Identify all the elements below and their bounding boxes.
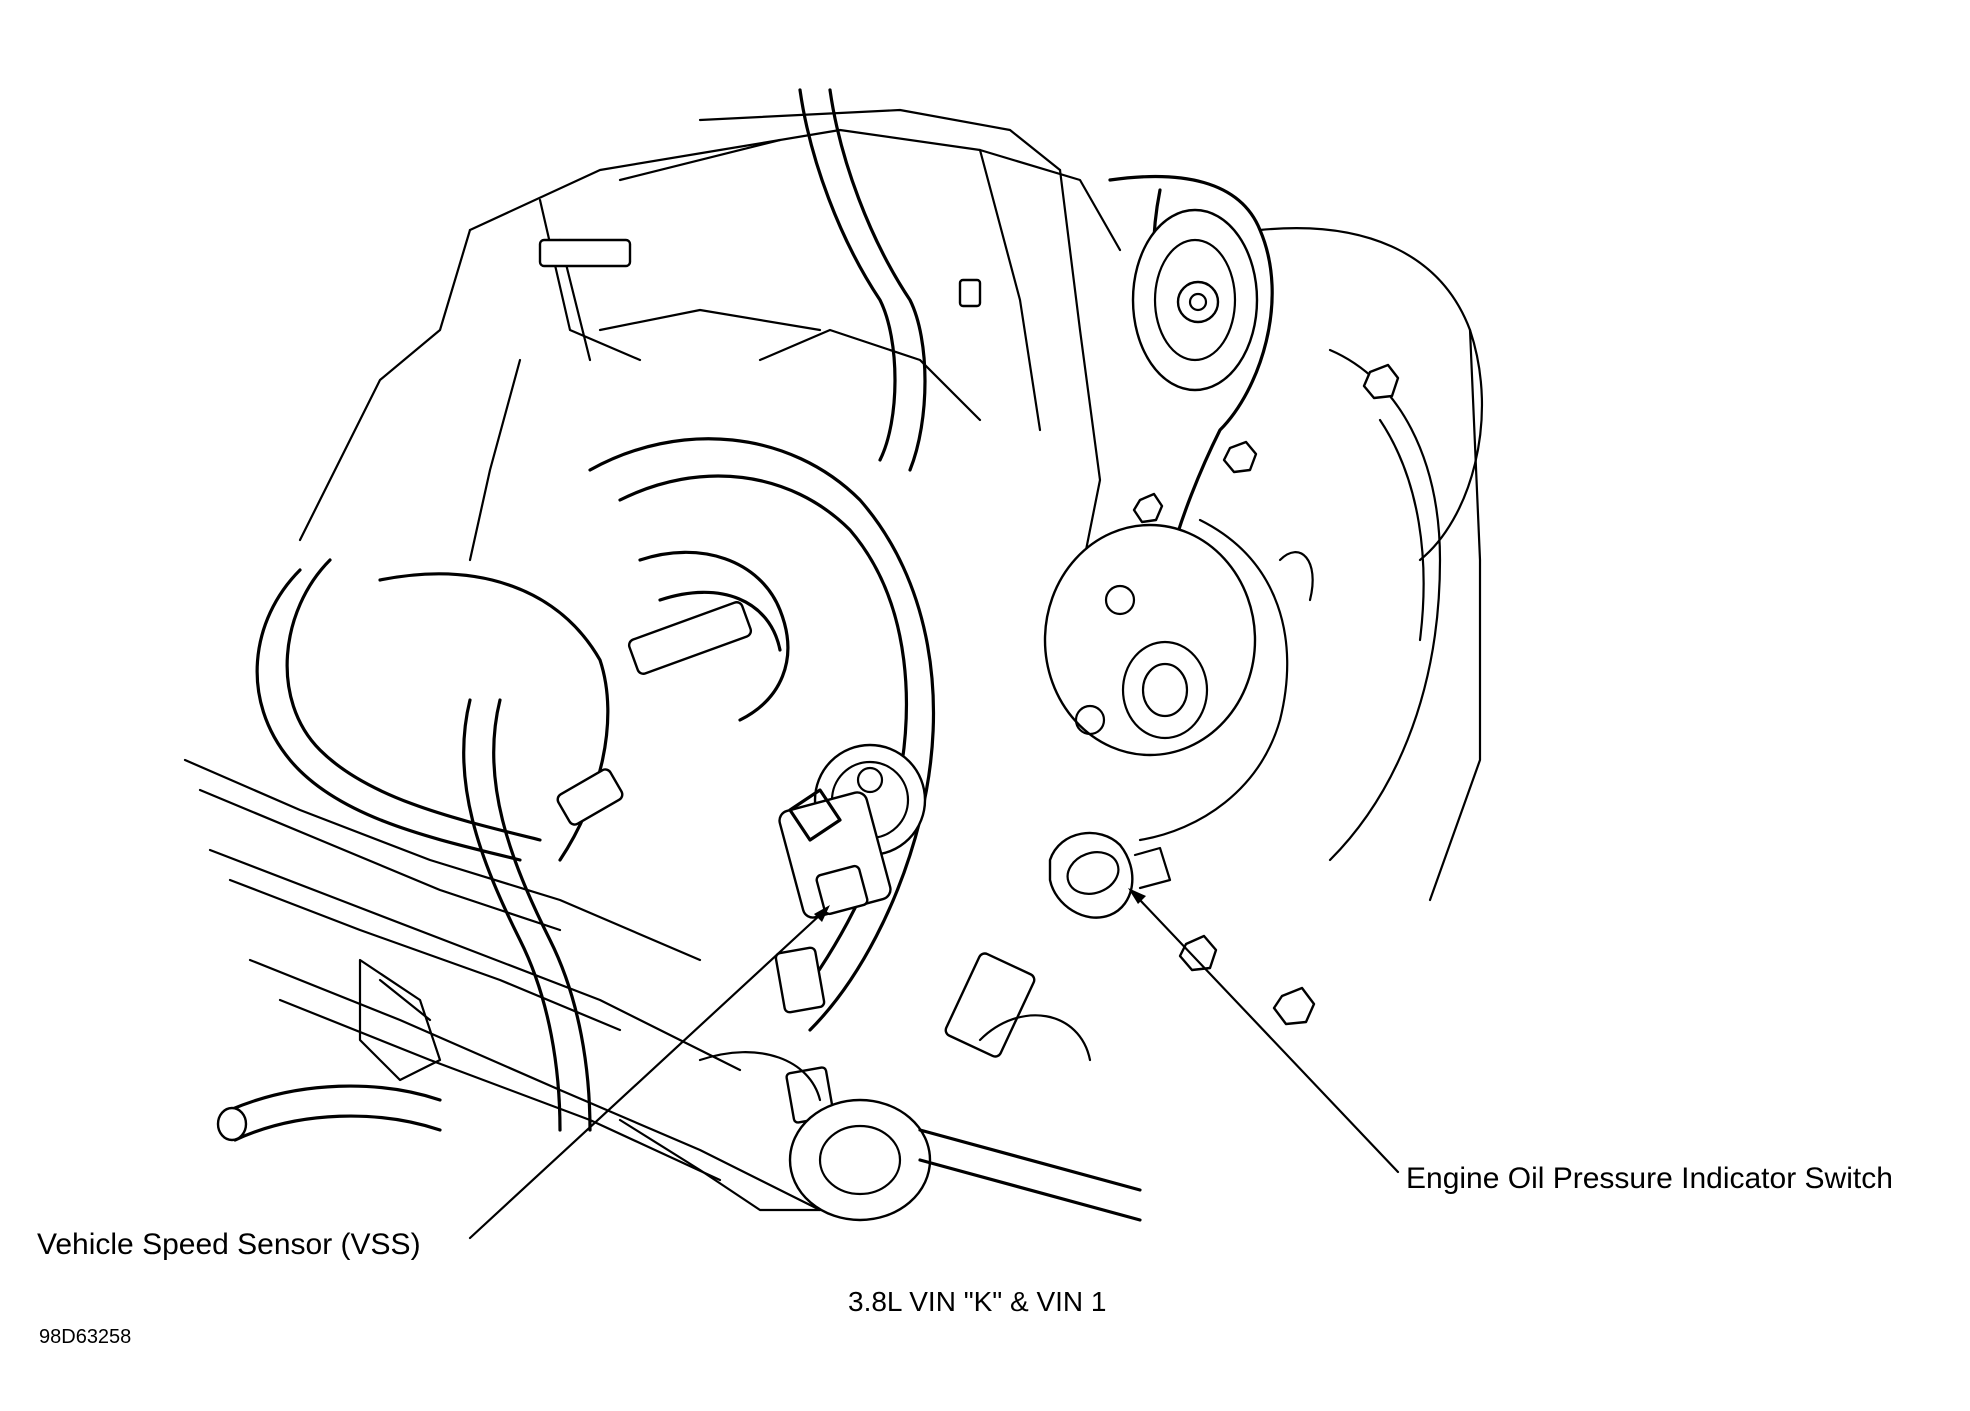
- leader-lines: [468, 888, 1400, 1240]
- bolt: [1362, 363, 1400, 400]
- oil-switch-leader: [1138, 898, 1400, 1174]
- diagram-caption: 3.8L VIN "K" & VIN 1: [848, 1286, 1107, 1317]
- oil-pressure-switch-label: Engine Oil Pressure Indicator Switch: [1406, 1162, 1893, 1195]
- connectors: [538, 238, 1036, 1124]
- vehicle-speed-sensor-label: Vehicle Speed Sensor (VSS): [37, 1228, 421, 1261]
- vss-sensor: [778, 766, 892, 919]
- accessory-drive: [1043, 174, 1484, 1026]
- oil-pressure-switch: [1048, 831, 1172, 919]
- lower-assembly: [358, 958, 1142, 1222]
- figure-id: 98D63258: [39, 1326, 132, 1348]
- vss-leader: [468, 913, 822, 1240]
- power-steering-pulley: [1043, 523, 1257, 757]
